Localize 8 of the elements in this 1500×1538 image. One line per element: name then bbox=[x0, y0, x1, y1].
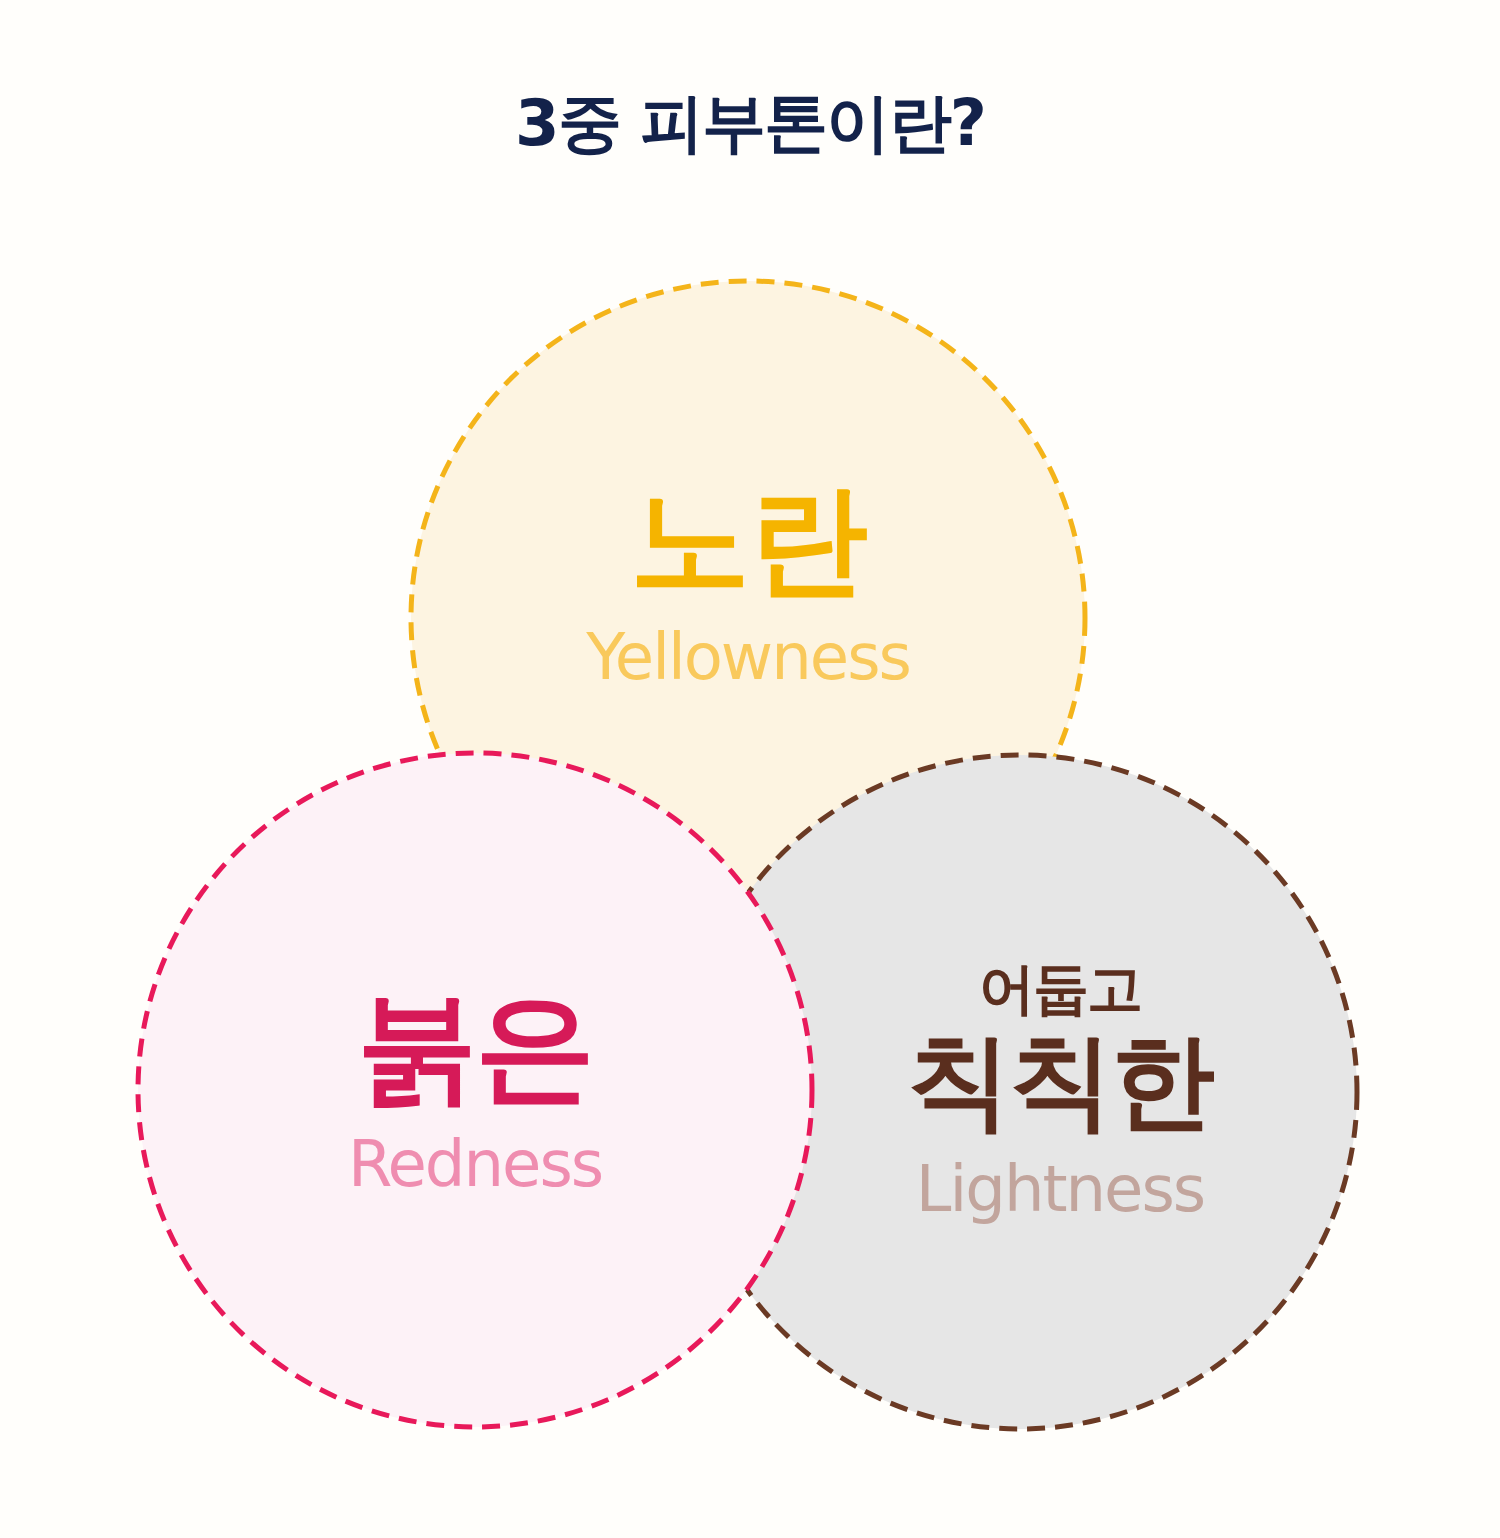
title: 3중 피부톤이란? bbox=[514, 85, 986, 162]
korean-label: 어둡고 bbox=[979, 957, 1141, 1022]
english-label: Redness bbox=[347, 1128, 603, 1202]
korean-label: 노란 bbox=[630, 471, 866, 610]
korean-label: 칙칙한 bbox=[907, 1021, 1213, 1142]
english-label: Yellowness bbox=[586, 621, 910, 695]
korean-label: 붉은 bbox=[357, 978, 593, 1117]
english-label: Lightness bbox=[915, 1153, 1205, 1227]
